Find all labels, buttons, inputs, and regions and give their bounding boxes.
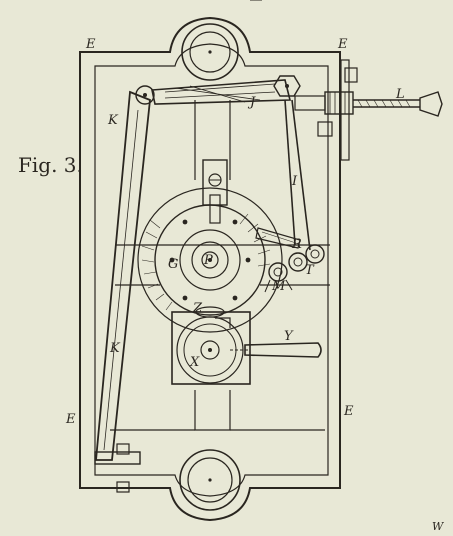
upper-block xyxy=(202,159,228,224)
label-R: R xyxy=(291,237,302,252)
label-G: G xyxy=(168,257,178,272)
label-K-lower: K xyxy=(109,341,121,356)
link-J xyxy=(151,75,301,105)
rollers-RTM xyxy=(255,227,325,293)
label-K-upper: K xyxy=(107,113,119,128)
label-T: T xyxy=(305,263,315,278)
figure-title: Fig. 3. xyxy=(18,153,83,177)
screw-L xyxy=(294,59,443,161)
label-E-top-right: E xyxy=(337,37,348,52)
label-W: W xyxy=(432,520,445,533)
lower-block xyxy=(171,306,322,385)
label-X: X xyxy=(189,355,200,370)
central-column xyxy=(110,100,330,431)
label-Z: Z xyxy=(192,301,203,316)
label-E-bottom-left: E xyxy=(65,412,76,427)
label-E-bottom-right: E xyxy=(343,404,354,419)
label-J: J xyxy=(247,95,256,110)
wheel-G xyxy=(137,187,283,333)
lever-K xyxy=(94,85,155,493)
label-E-top-left: E xyxy=(85,37,96,52)
rod-I xyxy=(284,99,311,251)
bottom-bearing xyxy=(179,449,241,511)
label-P: P xyxy=(203,253,213,268)
label-L: L xyxy=(395,87,405,102)
top-bearing xyxy=(181,23,239,81)
label-M: M xyxy=(271,279,286,294)
label-Y: Y xyxy=(284,329,294,344)
label-I: I xyxy=(291,174,298,189)
outer-frame xyxy=(79,16,341,522)
